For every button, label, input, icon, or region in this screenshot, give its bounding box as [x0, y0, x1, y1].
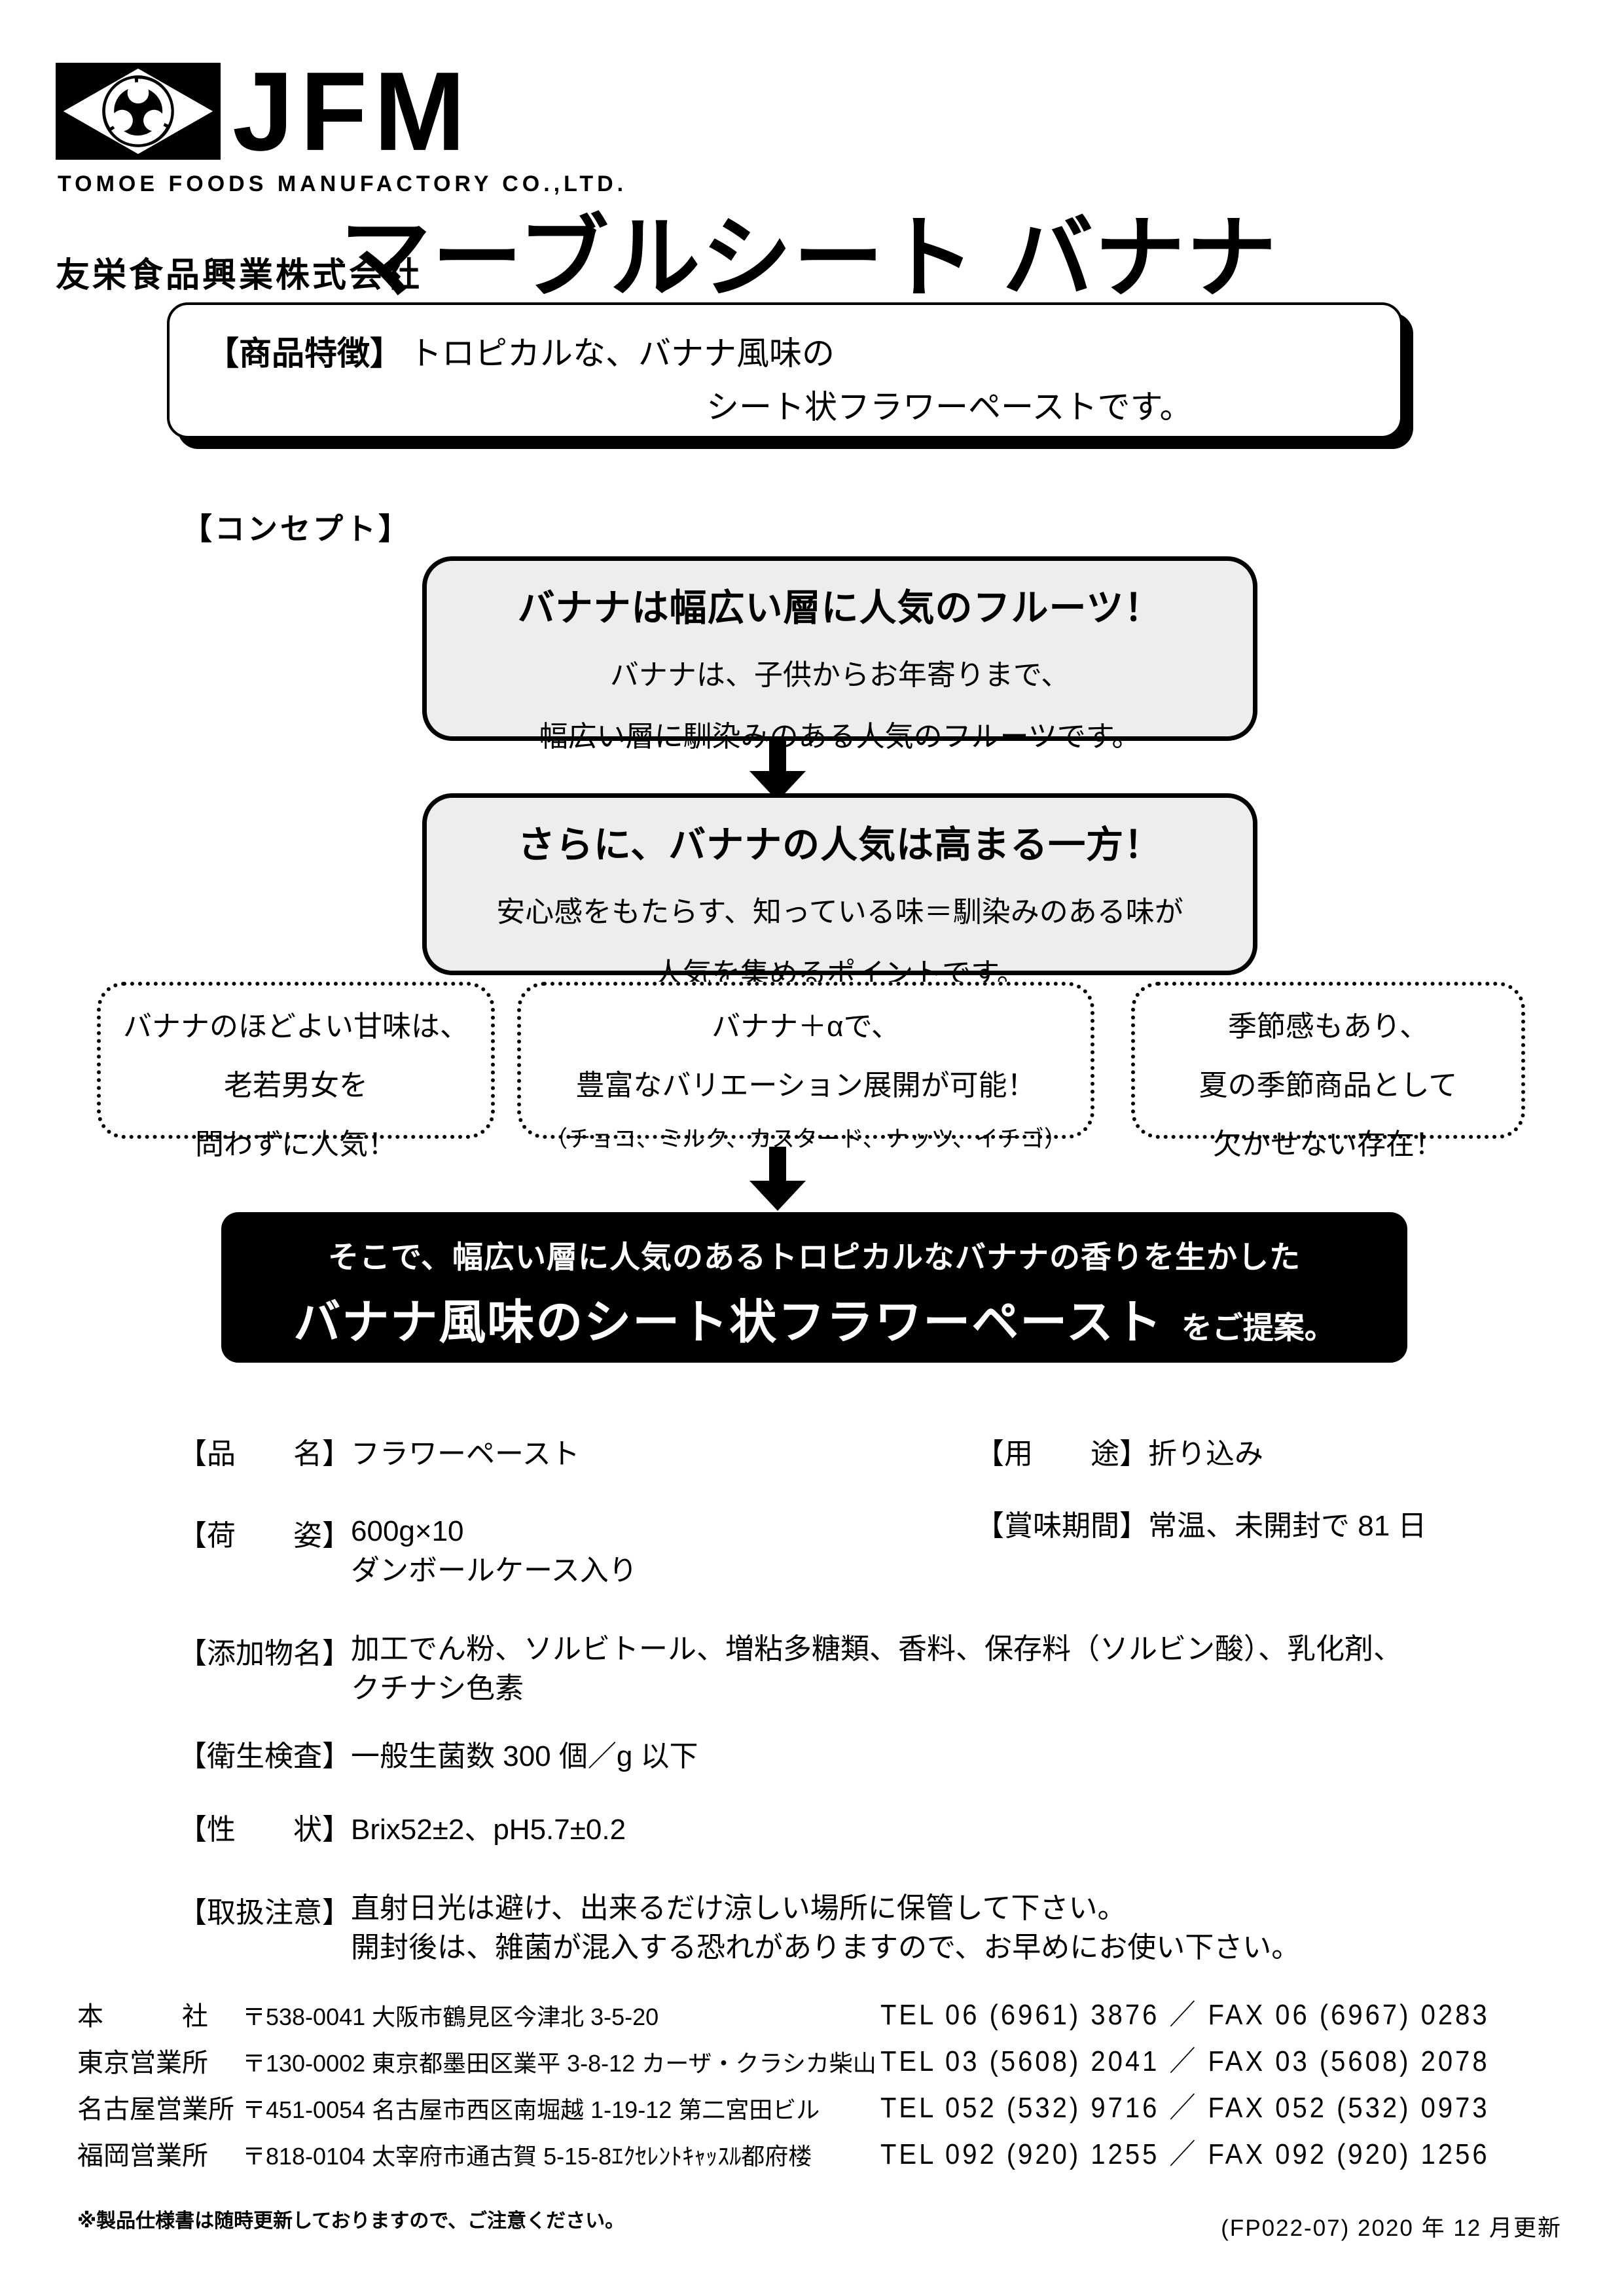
point-box-seasonal: 季節感もあり、 夏の季節商品として 欠かせない存在！ [1131, 982, 1525, 1160]
spec-product-name-value: フラワーペースト [351, 1438, 580, 1470]
office-address: 〒130-0002 東京都墨田区業平 3-8-12 カーザ・クラシカ柴山 [242, 2050, 876, 2077]
point3-line1: 季節感もあり、 [1227, 1011, 1429, 1043]
concept-box-1-title: バナナは幅広い層に人気のフルーツ！ [517, 587, 1163, 629]
spec-hygiene: 【衛生検査】一般生菌数 300 個／g 以下 [178, 1742, 698, 1771]
proposal-line2: バナナ風味のシート状フラワーペーストをご提案。 [221, 1283, 1407, 1352]
spec-handling-value2: 開封後は、雑菌が混入する恐れがありますので、お早めにお使い下さい。 [351, 1931, 1301, 1964]
spec-additives-value1: 加工でん粉、ソルビトール、増粘多糖類、香料、保存料（ソルビン酸）、乳化剤、 [351, 1633, 1402, 1665]
spec-shelf-life-value: 常温、未開封で 81 日 [1148, 1510, 1427, 1542]
office-name: 本 社 [77, 2002, 208, 2031]
spec-additives-label: 【添加物名】 [178, 1638, 351, 1670]
proposal-main-text: バナナ風味のシート状フラワーペースト [293, 1297, 1163, 1349]
features-text1: トロピカルな、バナナ風味の [409, 335, 835, 372]
point1-line2: 老若男女を [224, 1069, 368, 1102]
office-name: 福岡営業所 [77, 2142, 208, 2170]
office-address: 〒538-0041 大阪市鶴見区今津北 3-5-20 [242, 2003, 659, 2030]
point3-line2: 夏の季節商品として [1199, 1069, 1458, 1102]
spec-usage: 【用 途】折り込み [975, 1440, 1263, 1469]
concept-box-1-line1: バナナは、子供からお年寄りまで、 [609, 659, 1070, 691]
point1-line1: バナナのほどよい甘味は、 [123, 1011, 469, 1043]
point2-line3: （チョコ、ミルク、カスタード、ナッツ、イチゴ） [545, 1126, 1067, 1152]
point2-line2: 豊富なバリエーション展開が可能！ [575, 1069, 1036, 1102]
point-box-sweetness: バナナのほどよい甘味は、 老若男女を 問わずに人気！ [97, 982, 495, 1160]
features-line1: 【商品特徴】トロピカルな、バナナ風味の [206, 327, 835, 374]
office-tel-fax: TEL 03 (5608) 2041 ／ FAX 03 (5608) 2078 [880, 2046, 1490, 2077]
spec-usage-label: 【用 途】 [975, 1438, 1148, 1470]
document-code-date: (FP022-07) 2020 年 12 月更新 [1221, 2215, 1562, 2241]
spec-additives: 【添加物名】 加工でん粉、ソルビトール、増粘多糖類、香料、保存料（ソルビン酸）、… [178, 1630, 1402, 1708]
logo-jfm-text: JFM [232, 48, 472, 174]
down-arrow-icon [749, 1147, 806, 1211]
spec-package-value1: 600g×10 [351, 1515, 464, 1547]
spec-handling: 【取扱注意】 直射日光は避け、出来るだけ涼しい場所に保管して下さい。 開封後は、… [178, 1889, 1300, 1967]
spec-properties: 【性 状】Brix52±2、pH5.7±0.2 [178, 1816, 626, 1844]
concept-box-2-line1: 安心感をもたらす、知っている味＝馴染みのある味が [496, 896, 1183, 928]
concept-box-1-line2: 幅広い層に馴染みのある人気のフルーツです。 [539, 721, 1141, 753]
company-name-japanese: 友栄食品興業株式会社 [56, 257, 423, 295]
tomoe-logo-icon [56, 62, 221, 160]
office-address: 〒818-0104 太宰府市通古賀 5-15-8ｴｸｾﾚﾝﾄｷｬｯｽﾙ都府楼 [242, 2143, 812, 2170]
office-name: 東京営業所 [77, 2049, 208, 2077]
concept-box-2: さらに、バナナの人気は高まる一方！ 安心感をもたらす、知っている味＝馴染みのある… [422, 793, 1257, 990]
product-features-box: 【商品特徴】トロピカルな、バナナ風味の シート状フラワーペーストです。 [167, 302, 1403, 439]
spec-product-name: 【品 名】フラワーペースト [178, 1440, 580, 1469]
office-name: 名古屋営業所 [77, 2095, 234, 2124]
office-tel-fax: TEL 052 (532) 9716 ／ FAX 052 (532) 0973 [880, 2092, 1490, 2124]
down-arrow-icon [749, 737, 806, 801]
spec-additives-value2: クチナシ色素 [351, 1672, 524, 1704]
features-label: 【商品特徴】 [206, 335, 403, 372]
office-tel-fax: TEL 06 (6961) 3876 ／ FAX 06 (6967) 0283 [880, 2000, 1490, 2031]
proposal-suffix-text: をご提案。 [1181, 1310, 1335, 1345]
spec-properties-label: 【性 状】 [178, 1814, 351, 1846]
concept-heading: 【コンセプト】 [182, 512, 411, 546]
spec-handling-value1: 直射日光は避け、出来るだけ涼しい場所に保管して下さい。 [351, 1892, 1127, 1924]
spec-shelf-life: 【賞味期間】常温、未開封で 81 日 [975, 1512, 1426, 1541]
spec-hygiene-label: 【衛生検査】 [178, 1740, 351, 1772]
point-box-variation: バナナ＋αで、 豊富なバリエーション展開が可能！ （チョコ、ミルク、カスタード、… [517, 982, 1094, 1152]
revision-notice: ※製品仕様書は随時更新しておりますので、ご注意ください。 [77, 2210, 625, 2232]
company-logo: JFM [56, 48, 472, 174]
point2-line1: バナナ＋αで、 [712, 1011, 900, 1043]
spec-package-value2: ダンボールケース入り [351, 1554, 638, 1587]
spec-handling-label: 【取扱注意】 [178, 1897, 351, 1929]
spec-hygiene-value: 一般生菌数 300 個／g 以下 [351, 1740, 698, 1772]
point3-line3: 欠かせない存在！ [1213, 1128, 1443, 1160]
office-address: 〒451-0054 名古屋市西区南堀越 1-19-12 第二宮田ビル [242, 2096, 820, 2123]
concept-box-2-title: さらに、バナナの人気は高まる一方！ [517, 824, 1163, 866]
spec-package: 【荷 姿】 600g×10 ダンボールケース入り [178, 1512, 638, 1590]
spec-shelf-life-label: 【賞味期間】 [975, 1510, 1148, 1542]
point1-line3: 問わずに人気！ [195, 1128, 397, 1160]
concept-box-1: バナナは幅広い層に人気のフルーツ！ バナナは、子供からお年寄りまで、 幅広い層に… [422, 556, 1257, 753]
page-title: マーブルシート バナナ [340, 208, 1278, 309]
spec-properties-value: Brix52±2、pH5.7±0.2 [351, 1814, 626, 1846]
features-text2: シート状フラワーペーストです。 [706, 389, 1193, 425]
proposal-box: そこで、幅広い層に人気のあるトロピカルなバナナの香りを生かした バナナ風味のシー… [221, 1212, 1407, 1363]
office-list: 本 社 〒538-0041 大阪市鶴見区今津北 3-5-20 TEL 06 (6… [77, 1995, 1490, 2172]
proposal-line1: そこで、幅広い層に人気のあるトロピカルなバナナの香りを生かした [327, 1240, 1301, 1274]
spec-product-name-label: 【品 名】 [178, 1438, 351, 1470]
spec-package-label: 【荷 姿】 [178, 1520, 351, 1552]
spec-usage-value: 折り込み [1148, 1438, 1263, 1470]
company-name-english: TOMOE FOODS MANUFACTORY CO.,LTD. [58, 171, 628, 196]
office-tel-fax: TEL 092 (920) 1255 ／ FAX 092 (920) 1256 [880, 2139, 1490, 2170]
